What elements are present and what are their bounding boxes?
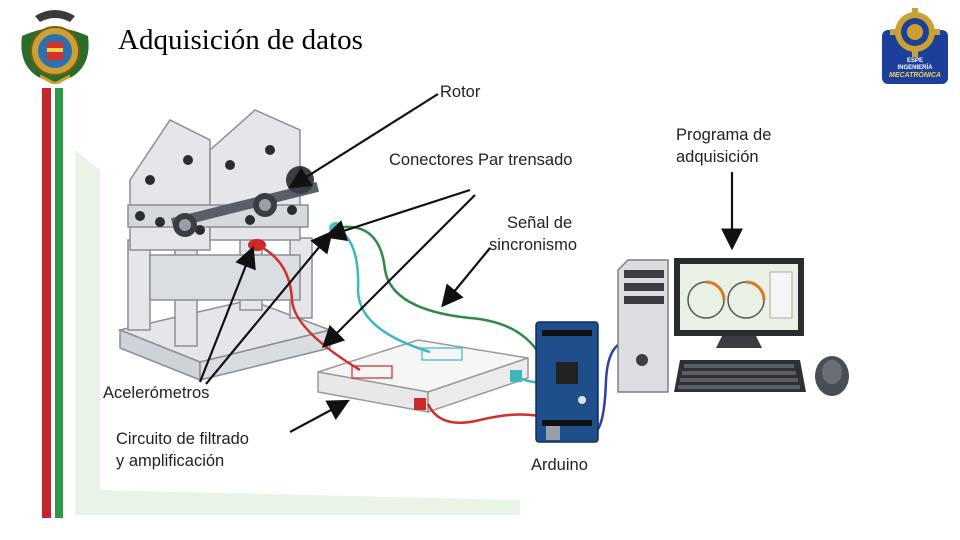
label-senal-line2: sincronismo [489,236,578,254]
rotor-bench [117,109,333,382]
red-wire-arduino [426,403,549,424]
gear-badge-icon [882,7,948,84]
slide-title: Adquisición de datos [118,24,363,56]
monitor [674,258,804,348]
red-wire [256,243,361,372]
callout-arrows [198,93,743,433]
label-rotor: Rotor [440,83,481,101]
green-wire [335,225,542,356]
filter-circuit-box [317,339,529,414]
mechatronics-badge: ESPE INGENIERÍA MECATRÓNICA [880,7,950,86]
label-acelerometros: Acelerómetros [103,384,210,402]
badge-line-3: MECATRÓNICA [889,71,941,79]
label-programa-line2: adquisición [676,148,759,166]
label-senal-line1: Señal de [507,214,573,232]
label-programa-line1: Programa de [676,126,772,144]
arduino-board [535,321,599,443]
computer-tower [617,259,669,393]
rotor-bolts [135,145,297,235]
cyan-wire [335,226,431,354]
keyboard [674,360,806,392]
label-arduino: Arduino [531,456,588,474]
red-stripe [42,88,51,518]
white-stripe [51,88,55,518]
green-stripe [55,88,63,518]
university-crest-logo [21,10,89,84]
badge-line-2: INGENIERÍA [897,64,933,71]
label-conectores: Conectores Par trensado [389,151,573,169]
label-circuito-line1: Circuito de filtrado [116,430,249,448]
badge-line-1: ESPE [906,58,923,64]
label-circuito-line2: y amplificación [116,452,225,470]
